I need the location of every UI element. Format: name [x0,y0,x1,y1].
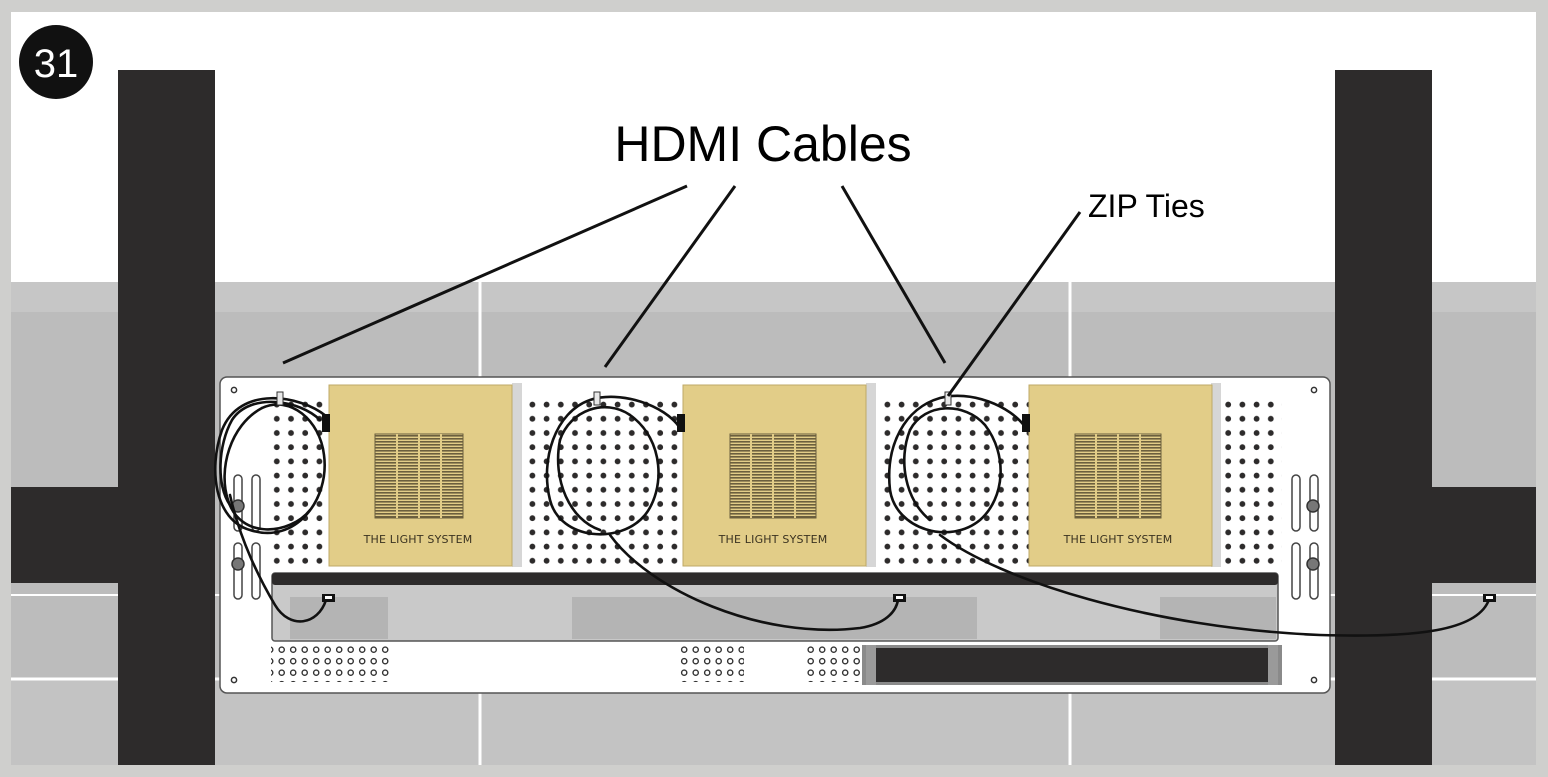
light-module: THE LIGHT SYSTEM [328,383,522,567]
right-post [1335,70,1432,765]
zip-tie-icon [944,391,952,406]
hdmi-port-icon [677,414,685,432]
hdmi-leader-line [840,185,947,364]
zip-tie-icon [276,391,284,406]
hdmi-leader-line [282,184,688,365]
hdmi-cables-label: HDMI Cables [614,116,911,172]
module-brand-label: THE LIGHT SYSTEM [1063,533,1173,546]
step-number: 31 [34,42,79,86]
step-number-badge: 31 [19,25,93,99]
module-brand-label: THE LIGHT SYSTEM [363,533,473,546]
hdmi-port-icon [1022,414,1030,432]
hdmi-cable [213,396,328,623]
light-module: THE LIGHT SYSTEM [1028,383,1221,567]
zip-tie-leader-line [946,211,1082,397]
light-module: THE LIGHT SYSTEM [682,383,876,567]
hdmi-connector-icon [322,594,335,602]
zip-ties-label: ZIP Ties [1088,188,1205,224]
hdmi-port-icon [322,414,330,432]
left-post [118,70,215,765]
module-brand-label: THE LIGHT SYSTEM [718,533,828,546]
zip-tie-icon [593,391,601,406]
hdmi-connector-icon [1483,594,1496,602]
hdmi-leader-line [603,185,737,368]
cable-channel [271,572,1279,642]
bottom-bracket [862,645,1282,685]
hdmi-connector-icon [893,594,906,602]
